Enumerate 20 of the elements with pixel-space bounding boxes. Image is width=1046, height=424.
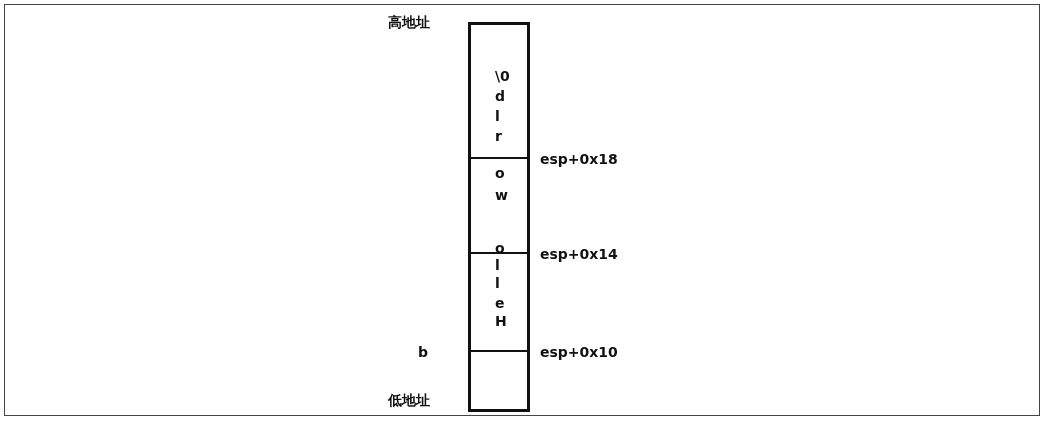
cell-character: e [495,295,505,311]
cell-character: l [495,257,500,273]
memory-cell [468,252,530,352]
address-label: 高地址 [388,14,430,30]
cell-character: H [495,313,507,329]
cell-character: \0 [495,68,510,84]
cell-character: o [495,165,505,181]
cell-character: r [495,128,502,144]
address-label: 低地址 [388,392,430,408]
offset-label: esp+0x14 [540,246,618,262]
memory-cell [468,350,530,412]
offset-label: esp+0x18 [540,151,618,167]
cell-character: d [495,88,506,104]
cell-character: w [495,187,508,203]
cell-character: l [495,275,500,291]
cell-character: l [495,108,500,124]
offset-label: esp+0x10 [540,344,618,360]
variable-label: b [418,344,429,360]
memory-cell [468,157,530,254]
memory-cell [468,22,530,159]
